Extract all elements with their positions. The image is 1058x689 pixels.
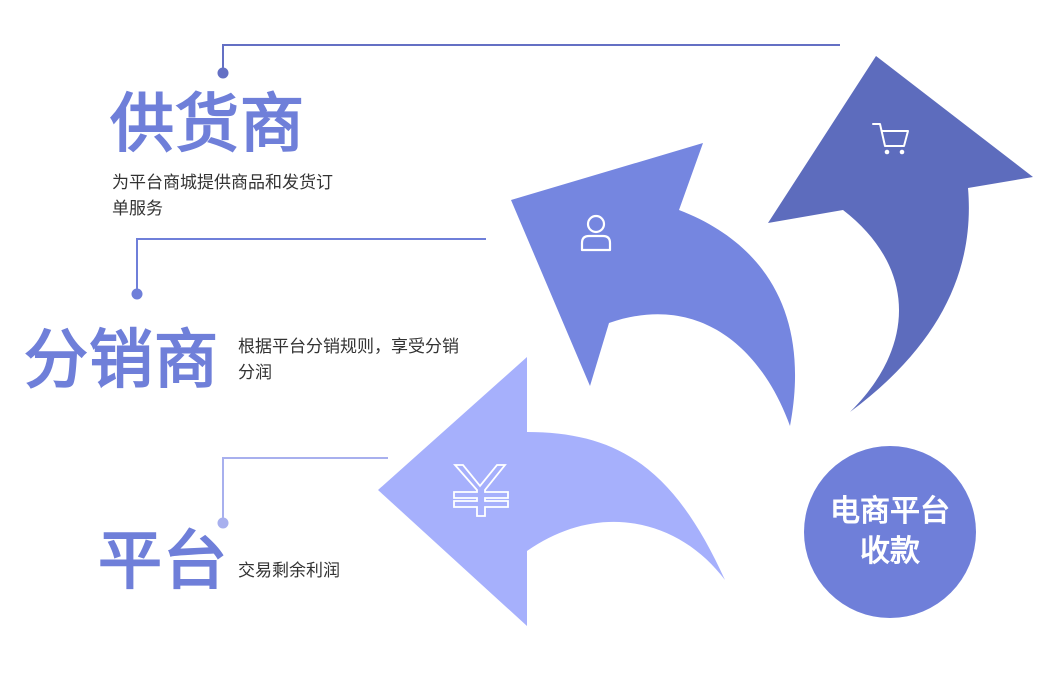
distributor-arrow xyxy=(511,143,796,426)
platform-arrow xyxy=(378,357,725,626)
supplier-description: 为平台商城提供商品和发货订单服务 xyxy=(112,173,333,219)
platform-connector xyxy=(217,457,388,529)
yuan-icon xyxy=(453,464,509,517)
platform-collection-badge: 电商平台收款 xyxy=(804,446,976,618)
distributor-description: 根据平台分销规则，享受分销分润 xyxy=(238,337,459,383)
badge-label: 电商平台收款 xyxy=(830,494,950,569)
supplier-title: 供货商 xyxy=(110,88,305,162)
supplier-arrow xyxy=(768,56,1033,412)
platform-description: 交易剩余利润 xyxy=(238,561,340,581)
user-icon xyxy=(580,214,612,252)
distributor-connector xyxy=(131,238,486,300)
cart-icon xyxy=(872,123,909,155)
supplier-connector xyxy=(217,44,840,79)
distributor-title: 分销商 xyxy=(24,324,219,398)
platform-title: 平台 xyxy=(98,525,228,599)
